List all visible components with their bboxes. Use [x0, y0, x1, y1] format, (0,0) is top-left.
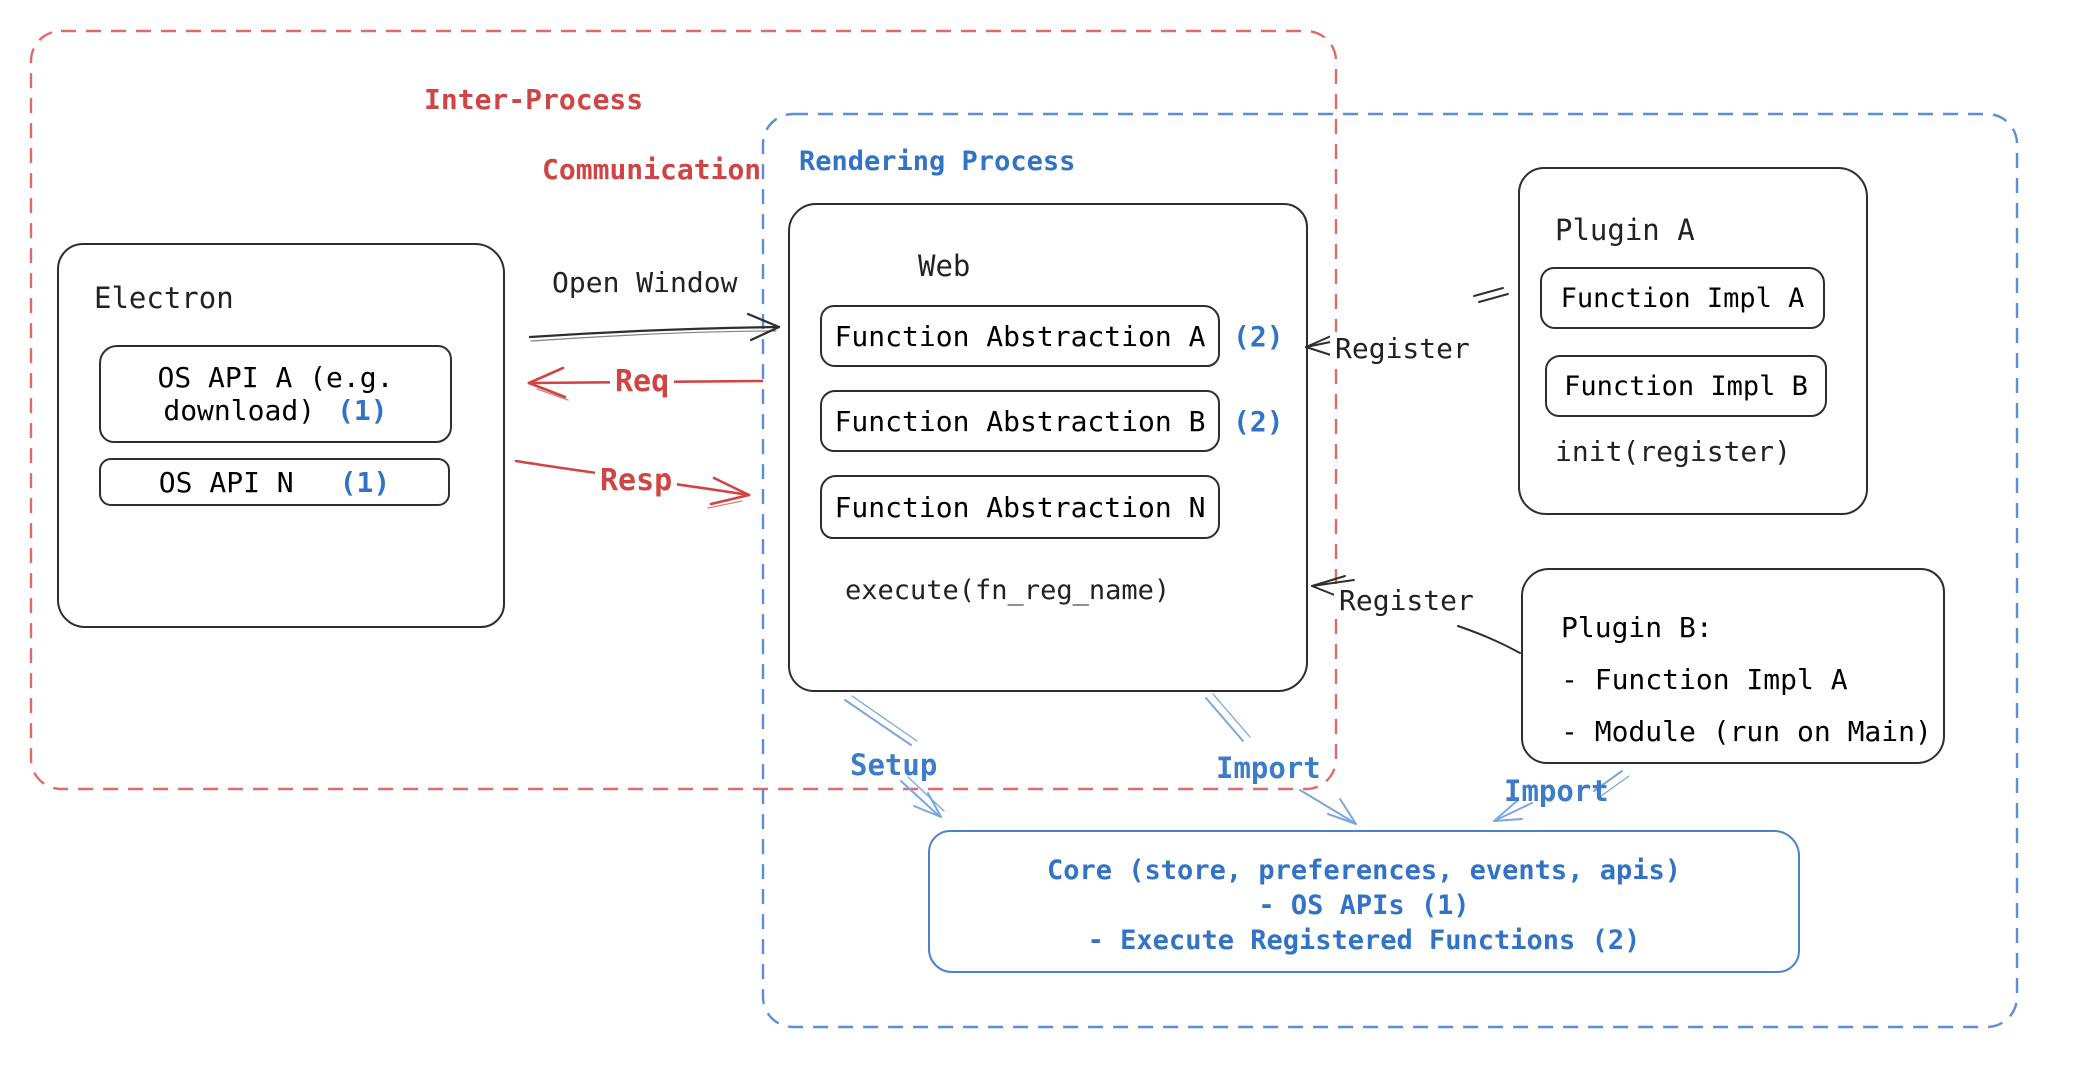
plugin-a-title: Plugin A: [1555, 213, 1695, 247]
os-api-a-box: OS API A (e.g. download) (1): [99, 345, 452, 443]
function-abstraction-b-label: Function Abstraction B: [834, 404, 1206, 438]
function-abstraction-b-badge: (2): [1233, 405, 1284, 438]
register-a-label: Register: [1330, 332, 1475, 366]
import-web-label: Import: [1216, 751, 1321, 785]
os-api-n-box: OS API N (1): [99, 458, 450, 506]
plugin-b-line-impl: - Function Impl A: [1561, 663, 1848, 696]
import-plugin-label: Import: [1504, 774, 1609, 808]
os-api-a-badge: (1): [337, 394, 388, 427]
plugin-b-line-title: Plugin B:: [1561, 611, 1713, 644]
core-line-1: Core (store, preferences, events, apis): [1047, 855, 1681, 886]
plugin-a-impl-b-label: Function Impl B: [1564, 370, 1808, 402]
os-api-n-label: OS API N: [158, 465, 294, 499]
os-api-n-badge: (1): [339, 465, 391, 499]
os-api-a-line2: download): [163, 394, 316, 427]
resp-label: Resp: [595, 463, 678, 499]
open-window-label: Open Window: [552, 266, 738, 299]
web-title: Web: [918, 249, 971, 283]
plugin-a-impl-b-box: Function Impl B: [1545, 355, 1827, 417]
core-line-3: - Execute Registered Functions (2): [1087, 925, 1641, 956]
register-b-label: Register: [1334, 584, 1479, 618]
plugin-a-impl-a-label: Function Impl A: [1560, 282, 1805, 314]
ipc-region-label: Inter-Process Communication: [424, 82, 761, 187]
ipc-label-line1: Inter-Process: [424, 83, 644, 116]
function-abstraction-n-label: Function Abstraction N: [834, 490, 1206, 524]
plugin-a-impl-a-box: Function Impl A: [1540, 267, 1825, 329]
plugin-a-init-label: init(register): [1555, 435, 1792, 468]
ipc-label-line2: Communication: [542, 153, 762, 186]
electron-box: Electron OS API A (e.g. download) (1) OS…: [57, 243, 505, 628]
core-box: Core (store, preferences, events, apis) …: [928, 830, 1800, 973]
web-execute-label: execute(fn_reg_name): [845, 575, 1171, 606]
function-abstraction-a-box: Function Abstraction A: [820, 305, 1220, 367]
function-abstraction-a-badge: (2): [1233, 320, 1284, 353]
plugin-b-line-module: - Module (run on Main): [1561, 715, 1932, 748]
plugin-b-box: Plugin B: - Function Impl A - Module (ru…: [1521, 568, 1945, 764]
function-abstraction-b-box: Function Abstraction B: [820, 390, 1220, 452]
core-line-2: - OS APIs (1): [1258, 890, 1470, 921]
electron-title: Electron: [94, 281, 234, 315]
function-abstraction-a-label: Function Abstraction A: [834, 319, 1206, 353]
web-box: Web Function Abstraction A (2) Function …: [788, 203, 1308, 692]
setup-label: Setup: [850, 748, 938, 782]
open-window-arrow: [528, 312, 781, 342]
req-label: Req: [610, 364, 675, 400]
plugin-a-box: Plugin A Function Impl A Function Impl B…: [1518, 167, 1868, 515]
rendering-region-label: Rendering Process: [799, 146, 1076, 177]
function-abstraction-n-box: Function Abstraction N: [820, 475, 1220, 539]
os-api-a-line1: OS API A (e.g.: [157, 361, 394, 394]
